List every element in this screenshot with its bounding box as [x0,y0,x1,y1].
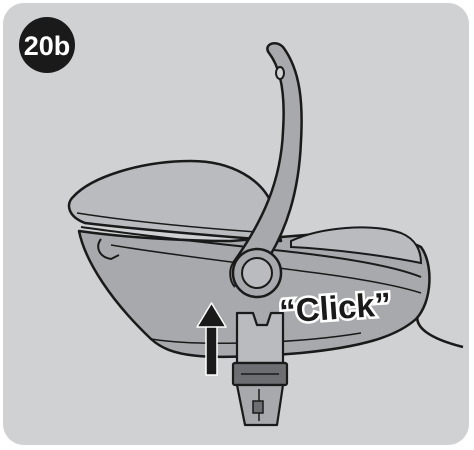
step-badge-label: 20b [24,31,71,61]
step-badge: 20b [19,17,75,73]
handle-pivot-inner [242,258,272,288]
click-callout: “Click” [278,285,392,330]
handle-grip-hole [276,67,284,79]
base-connector [233,313,287,425]
